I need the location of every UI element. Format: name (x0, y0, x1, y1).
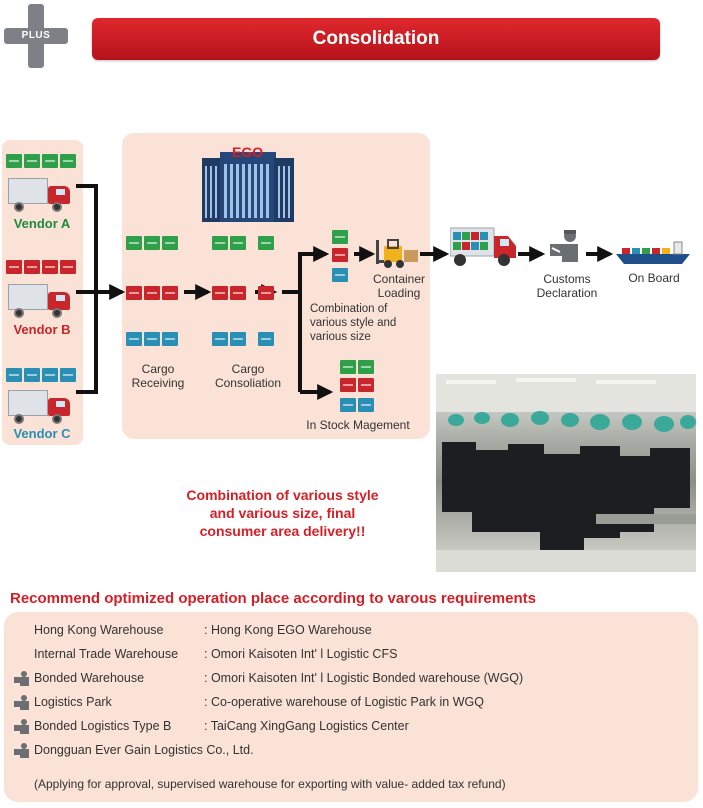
ego-label: EGO (232, 144, 263, 160)
place-value: : Omori Kaisoten Int' l Logistic Bonded … (204, 668, 523, 688)
customs-officer-icon (14, 719, 30, 734)
receiving-boxes (126, 236, 190, 356)
place-value: : TaiCang XingGang Logistics Center (204, 716, 409, 736)
in-stock-label: In Stock Magement (296, 418, 420, 432)
place-name: Bonded Logistics Type B (34, 716, 171, 736)
place-value: : Omori Kaisoten Int' l Logistic CFS (204, 644, 397, 664)
customs-officer-icon (14, 671, 30, 686)
recommend-heading: Recommend optimized operation place acco… (10, 590, 536, 607)
customs-officer-icon (548, 228, 584, 264)
vendor-bracket-line (76, 186, 96, 392)
approval-note: (Applying for approval, supervised wareh… (34, 777, 506, 791)
place-name: Internal Trade Warehouse (34, 644, 178, 664)
branch-up-line (282, 252, 300, 292)
cargo-consolidation-label: Cargo Consoliation (208, 362, 288, 390)
combination-stack (332, 230, 352, 286)
customs-officer-icon (14, 743, 30, 758)
combination-label: Combination of various style and various… (310, 302, 420, 344)
warehouse-photo (436, 374, 696, 572)
ego-building-icon: EGO (196, 144, 300, 224)
cargo-receiving-label: Cargo Receiving (120, 362, 196, 390)
place-name: Dongguan Ever Gain Logistics Co., Ltd. (34, 740, 254, 760)
delivery-truck-icon (450, 226, 518, 268)
consolidation-boxes (212, 236, 282, 356)
in-stock-stack (338, 360, 378, 416)
place-name: Bonded Warehouse (34, 668, 144, 688)
on-board-label: On Board (618, 271, 690, 285)
place-value: : Hong Kong EGO Warehouse (204, 620, 372, 640)
place-name: Logistics Park (34, 692, 112, 712)
place-name: Hong Kong Warehouse (34, 620, 163, 640)
combination-callout: Combination of various style and various… (160, 486, 405, 540)
cargo-ship-icon (614, 238, 692, 266)
container-loading-label: Container Loading (364, 272, 434, 300)
forklift-icon (374, 238, 420, 268)
customs-label: Customs Declaration (524, 272, 610, 300)
place-value: : Co-operative warehouse of Logistic Par… (204, 692, 484, 712)
customs-officer-icon (14, 695, 30, 710)
